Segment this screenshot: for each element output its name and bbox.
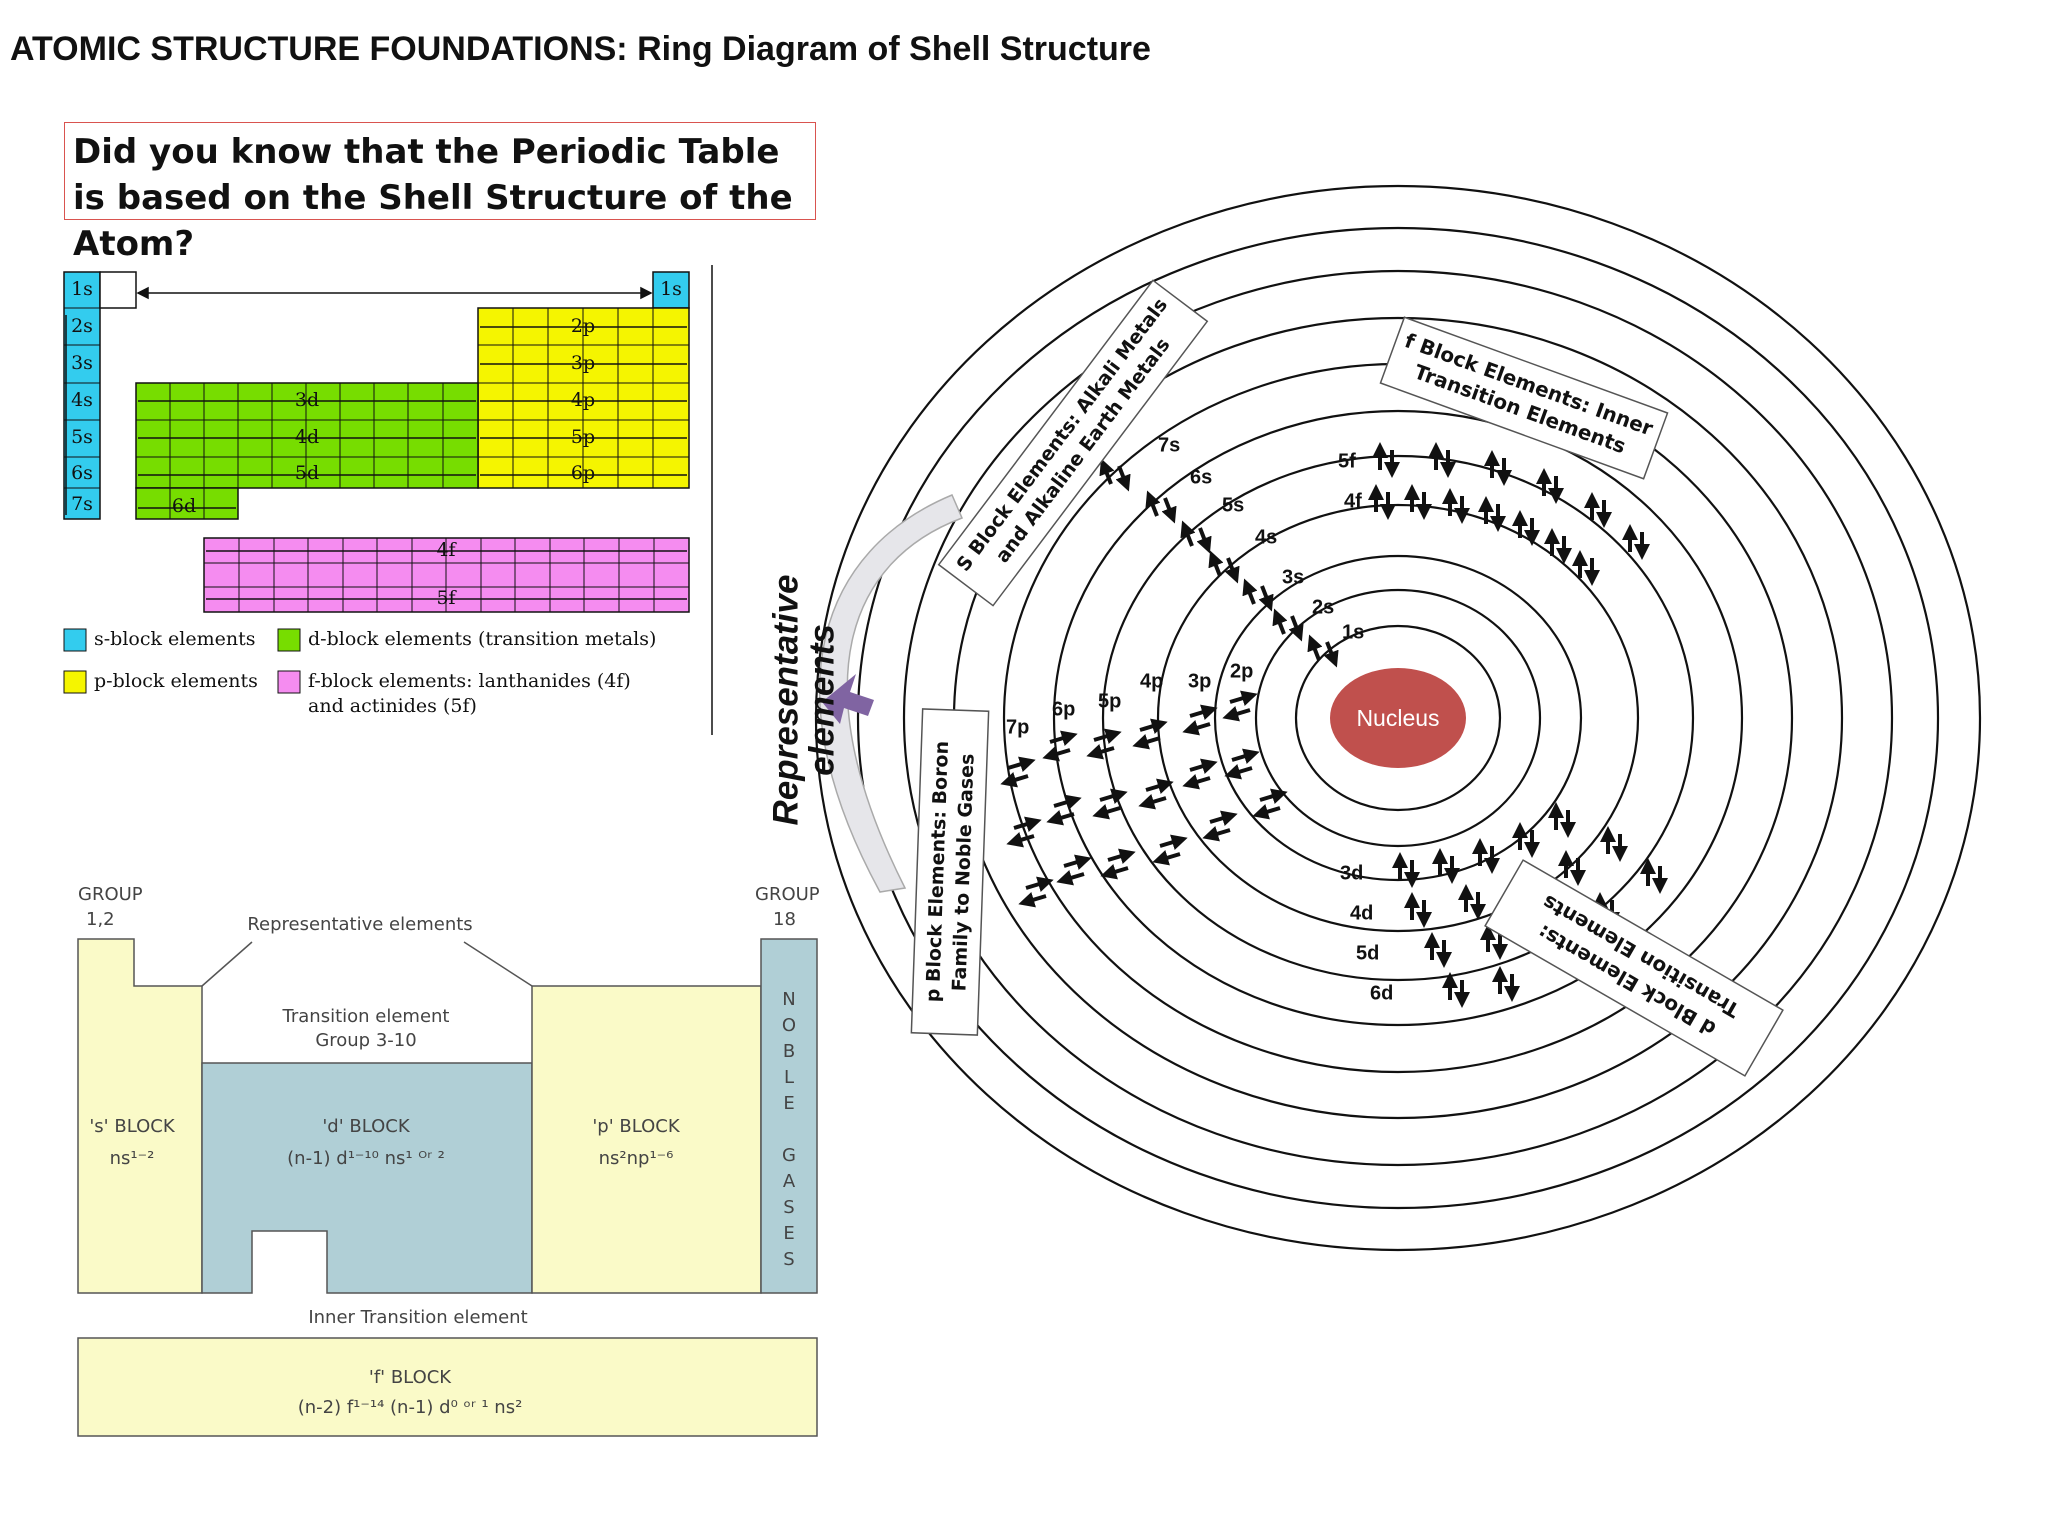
orbital-label: 5p — [1098, 690, 1121, 712]
d-block-box: d Block Elements: Transition Elements — [1484, 859, 1784, 1077]
s-block-config: ns¹⁻² — [110, 1148, 155, 1169]
svg-text:S: S — [783, 1197, 794, 1218]
orbital-label: 4f — [1344, 490, 1362, 512]
pt-p-label: 6p — [571, 462, 595, 484]
pt-d-label: 5d — [295, 462, 319, 484]
f-block-label: 'f' BLOCK — [369, 1367, 452, 1388]
orbital-label: 6s — [1190, 466, 1212, 488]
orbital-label: 4d — [1350, 902, 1373, 924]
pt-s-label: 3s — [71, 352, 93, 374]
p-block-config: ns²np¹⁻⁶ — [599, 1148, 674, 1169]
pt-he-label: 1s — [660, 278, 682, 300]
svg-text:A: A — [783, 1171, 796, 1192]
representative-arrow — [822, 674, 874, 724]
pt-s-label: 5s — [71, 426, 93, 448]
orbital-label: 3s — [1282, 566, 1304, 588]
orbital-label: 6d — [1370, 982, 1393, 1004]
pt-s-label: 2s — [71, 315, 93, 337]
p-block-box: p Block Elements: Boron Family to Noble … — [910, 708, 990, 1036]
inner-transition-label: Inner Transition element — [308, 1307, 527, 1328]
pt-arrow-lines — [65, 286, 687, 600]
noble-gases-letters: N O B L E G A S E S — [782, 989, 796, 1270]
d-block-config: (n-1) d¹⁻¹⁰ ns¹ ᴼʳ ² — [287, 1148, 445, 1169]
legend-f-text-2: and actinides (5f) — [308, 695, 477, 717]
orbital-label: 5f — [1338, 450, 1356, 472]
block-chart: GROUP 1,2 GROUP 18 Representative elemen… — [77, 884, 820, 1437]
p-block-label: 'p' BLOCK — [592, 1116, 681, 1137]
legend-p-swatch — [63, 670, 87, 694]
s-block-label: 's' BLOCK — [89, 1116, 175, 1137]
legend-d-text: d-block elements (transition metals) — [308, 628, 656, 650]
representative-label-2: elements — [802, 624, 841, 776]
pt-p-label: 5p — [571, 426, 595, 448]
orbital-label: 3p — [1188, 670, 1211, 692]
orbital-label: 4s — [1255, 526, 1277, 548]
legend-s-swatch — [63, 628, 87, 652]
f-block-shape — [77, 1337, 818, 1437]
pt-f-label: 5f — [436, 587, 457, 609]
orbital-label: 6p — [1052, 698, 1075, 720]
orbital-label: 1s — [1342, 621, 1364, 643]
orbital-label: 7p — [1006, 716, 1029, 738]
did-you-know-callout: Did you know that the Periodic Table is … — [64, 122, 816, 264]
orbital-label: 2p — [1230, 660, 1253, 682]
pt-p-label: 2p — [571, 315, 595, 337]
svg-text:S: S — [783, 1249, 794, 1270]
representative-label: Representative elements — [247, 914, 472, 935]
page-title: ATOMIC STRUCTURE FOUNDATIONS: Ring Diagr… — [10, 30, 1151, 68]
orbital-label: 4p — [1140, 670, 1163, 692]
svg-text:O: O — [782, 1015, 796, 1036]
representative-label: Representative — [766, 575, 805, 826]
svg-text:N: N — [782, 989, 795, 1010]
orbital-label: 2s — [1312, 596, 1334, 618]
orbital-label: 5s — [1222, 494, 1244, 516]
f-block-box: f Block Elements: Inner Transition Eleme… — [1379, 316, 1669, 480]
svg-text:G: G — [782, 1145, 796, 1166]
pt-d-label: 3d — [295, 389, 319, 411]
svg-text:B: B — [783, 1041, 795, 1062]
orbital-label: 3d — [1340, 862, 1363, 884]
p-electron-pairs — [1000, 690, 1288, 908]
legend-f-text: f-block elements: lanthanides (4f) — [308, 670, 631, 692]
pt-d-label: 6d — [172, 495, 196, 517]
group-left-label: GROUP — [78, 884, 143, 905]
orbital-label: 7s — [1158, 434, 1180, 456]
pt-d-label: 4d — [295, 426, 319, 448]
group-right-num: 18 — [773, 909, 796, 930]
svg-text:E: E — [783, 1223, 794, 1244]
nucleus-label: Nucleus — [1356, 705, 1439, 731]
pt-s-label: 4s — [71, 389, 93, 411]
f-electron-pairs — [1368, 442, 1650, 586]
orbital-label: 5d — [1356, 942, 1379, 964]
transition-group: Group 3-10 — [315, 1030, 416, 1051]
d-block-label: 'd' BLOCK — [322, 1116, 411, 1137]
legend-f-swatch — [277, 670, 301, 694]
f-block-config: (n-2) f¹⁻¹⁴ (n-1) d⁰ ᵒʳ ¹ ns² — [298, 1397, 523, 1418]
representative-arc — [818, 494, 964, 893]
pt-p-label: 3p — [571, 352, 595, 374]
nucleus — [1330, 668, 1466, 768]
pt-s-label: 7s — [71, 493, 93, 515]
transition-label: Transition element — [282, 1006, 450, 1027]
p-block-shape — [531, 985, 762, 1294]
legend-d-swatch — [277, 628, 301, 652]
group-right-label: GROUP — [755, 884, 820, 905]
group-left-num: 1,2 — [86, 909, 115, 930]
legend-s-text: s-block elements — [94, 628, 256, 650]
svg-text:E: E — [783, 1093, 794, 1114]
noble-gases-shape — [760, 938, 818, 1294]
legend-p-text: p-block elements — [94, 670, 258, 692]
pt-s-label: 1s — [71, 278, 93, 300]
pt-s-label: 6s — [71, 462, 93, 484]
periodic-table-blocks: 1s 2s 3s 4s 5s 6s 7s 1s 2p 3p 4p 5p 6p 3… — [63, 265, 713, 735]
pt-p-label: 4p — [571, 389, 595, 411]
svg-text:L: L — [784, 1067, 794, 1088]
s-electron-pairs — [1099, 458, 1339, 668]
pt-f-label: 4f — [436, 539, 457, 561]
